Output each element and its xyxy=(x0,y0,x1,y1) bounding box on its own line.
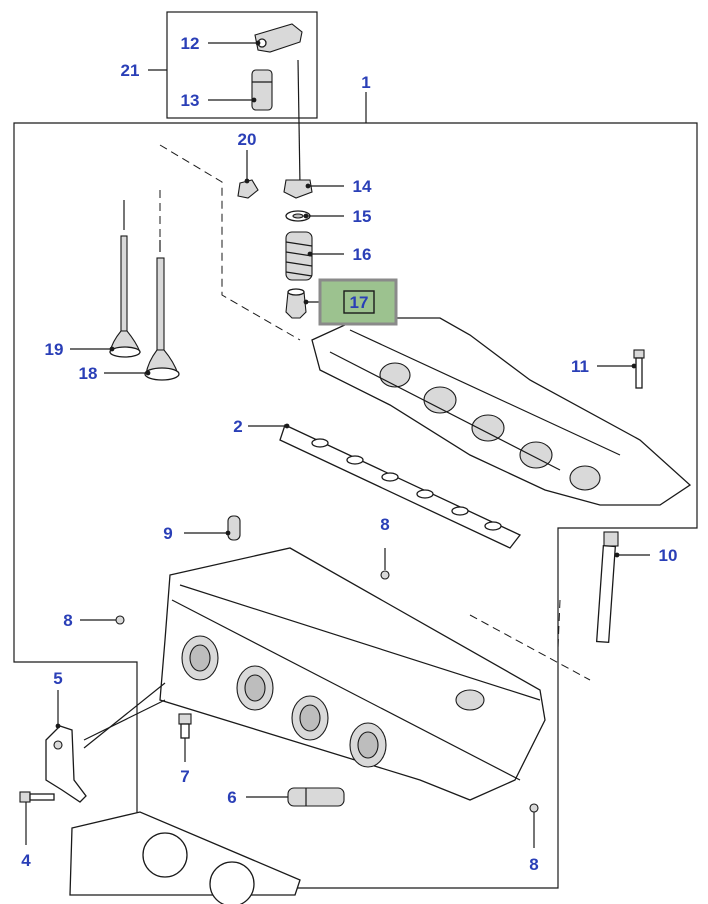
valve-part-18[interactable] xyxy=(144,240,180,381)
bolt-part-10[interactable] xyxy=(595,531,619,643)
label-21[interactable]: 21 xyxy=(121,61,140,80)
label-9[interactable]: 9 xyxy=(163,524,172,543)
label-4[interactable]: 4 xyxy=(21,851,31,870)
valve-spring-part-16[interactable] xyxy=(285,231,313,281)
valve-collets-part-14[interactable] xyxy=(283,179,313,199)
label-15[interactable]: 15 xyxy=(353,207,372,226)
bolt-part-4[interactable] xyxy=(19,791,55,803)
cylinder-head[interactable] xyxy=(159,547,546,801)
label-16[interactable]: 16 xyxy=(353,245,372,264)
plug-part-6[interactable] xyxy=(287,787,345,807)
label-19[interactable]: 19 xyxy=(45,340,64,359)
leader-lines xyxy=(25,40,650,845)
assembly-frame-1 xyxy=(13,122,698,889)
highlight-box-17 xyxy=(318,278,398,326)
label-10[interactable]: 10 xyxy=(659,546,678,565)
dowel-part-9[interactable] xyxy=(227,515,241,541)
plug-part-8-top[interactable] xyxy=(380,548,390,580)
clip-part-20[interactable] xyxy=(237,179,259,199)
sensor-part-7[interactable] xyxy=(178,713,192,739)
label-13[interactable]: 13 xyxy=(181,91,200,110)
label-14[interactable]: 14 xyxy=(353,177,372,196)
gasket-part-2[interactable] xyxy=(279,424,522,549)
label-1[interactable]: 1 xyxy=(361,73,370,92)
label-8-left[interactable]: 8 xyxy=(63,611,72,630)
highlight-inner-17 xyxy=(343,290,375,314)
alignment-dashes xyxy=(159,144,591,681)
label-8-bottom[interactable]: 8 xyxy=(529,855,538,874)
rocker-arm-part-12[interactable] xyxy=(254,23,303,53)
bracket-part-5[interactable] xyxy=(45,725,87,803)
label-18[interactable]: 18 xyxy=(79,364,98,383)
valve-part-19[interactable] xyxy=(109,200,141,358)
label-11[interactable]: 11 xyxy=(571,357,589,376)
label-7[interactable]: 7 xyxy=(180,767,189,786)
label-5[interactable]: 5 xyxy=(53,669,62,688)
valve-stem-seal-part-17[interactable] xyxy=(285,288,307,319)
lash-adjuster-part-13[interactable] xyxy=(251,69,273,111)
label-2[interactable]: 2 xyxy=(233,417,242,436)
part-labels: 1 2 4 5 6 7 8 8 8 9 10 11 12 13 14 15 16… xyxy=(21,34,677,874)
label-8-top[interactable]: 8 xyxy=(380,515,389,534)
label-6[interactable]: 6 xyxy=(227,788,236,807)
label-17[interactable]: 17 xyxy=(350,293,369,312)
label-12[interactable]: 12 xyxy=(181,34,200,53)
spring-retainer-part-15[interactable] xyxy=(285,210,311,222)
plug-part-8-bottom[interactable] xyxy=(529,803,539,848)
plug-part-8-left[interactable] xyxy=(115,615,125,625)
bolt-part-11[interactable] xyxy=(633,349,645,389)
label-20[interactable]: 20 xyxy=(238,130,257,149)
camshaft-carrier-assembly[interactable] xyxy=(311,317,692,506)
inset-box-21 xyxy=(166,11,318,119)
head-gasket[interactable] xyxy=(69,811,301,904)
